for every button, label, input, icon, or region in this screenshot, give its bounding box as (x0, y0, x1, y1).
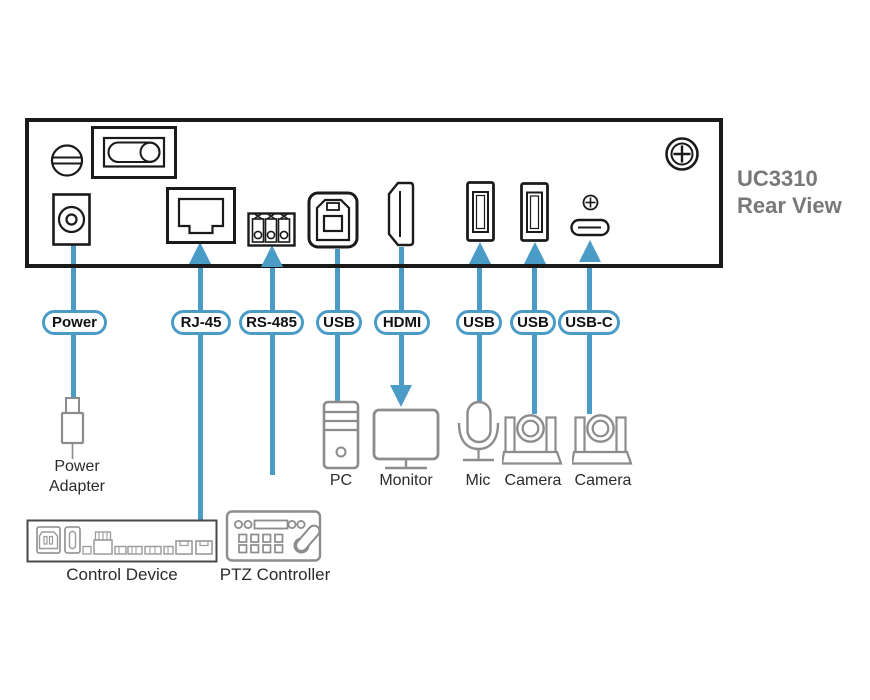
pc-label: PC (329, 472, 353, 489)
control-device-icon (26, 519, 218, 563)
flathead-screw-icon (50, 144, 84, 177)
power-adapter-icon (60, 397, 85, 459)
view-name: Rear View (737, 193, 842, 218)
dc-power-jack-icon (52, 193, 91, 246)
model-name: UC3310 (737, 166, 818, 191)
diagram-title: UC3310 Rear View (737, 165, 842, 219)
cable-usb-c-camera (587, 265, 592, 414)
hdmi-port-icon (387, 181, 415, 247)
camera-label: Camera (504, 472, 562, 489)
arrow-up-icon (261, 245, 283, 267)
ptz-camera-icon (502, 414, 563, 465)
usb-a-port-icon (520, 182, 549, 242)
cable-usb-camera (532, 265, 537, 414)
arrow-up-icon (189, 242, 211, 264)
label-hdmi: HDMI (374, 310, 430, 335)
arrow-up-icon (523, 242, 546, 264)
label-usb: USB (316, 310, 362, 335)
rs485-terminal-icon (247, 212, 296, 247)
pc-icon (322, 400, 360, 470)
camera-label: Camera (574, 472, 632, 489)
control-device-label: Control Device (66, 565, 178, 584)
ptz-controller-icon (225, 510, 322, 562)
monitor-icon (372, 408, 440, 470)
power-adapter-label: Power Adapter (48, 458, 106, 495)
ptz-controller-label: PTZ Controller (219, 565, 331, 584)
arrow-up-icon (468, 242, 491, 264)
usb-b-port-icon (307, 191, 359, 249)
arrow-up-icon (578, 240, 601, 262)
label-usb: USB (456, 310, 502, 335)
mic-icon (457, 400, 500, 462)
grounding-screw-icon (665, 137, 699, 171)
rj45-port-icon (166, 187, 236, 244)
label-rs485: RS-485 (239, 310, 304, 335)
label-usb: USB (510, 310, 556, 335)
uc3310-rear-panel (25, 118, 723, 268)
power-switch-icon (91, 126, 177, 179)
ptz-camera-icon (572, 414, 633, 465)
usb-c-port-icon (570, 194, 610, 237)
usb-a-port-icon (466, 181, 495, 242)
label-power: Power (42, 310, 107, 335)
monitor-label: Monitor (379, 472, 433, 489)
mic-label: Mic (465, 472, 491, 489)
arrow-down-icon (390, 385, 412, 407)
cable-rs485 (269, 265, 275, 475)
cable-rj45 (197, 265, 203, 520)
label-usb-c: USB-C (558, 310, 620, 335)
label-rj45: RJ-45 (171, 310, 231, 335)
